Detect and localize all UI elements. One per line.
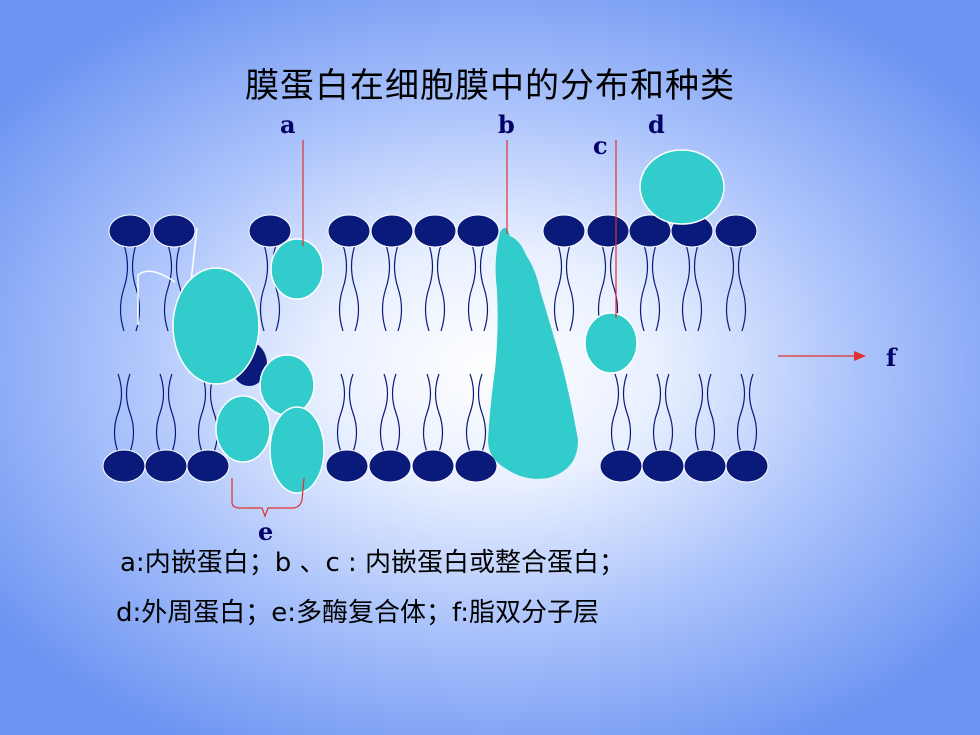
lipid-tail xyxy=(651,244,661,332)
lipid-head-top xyxy=(248,214,292,248)
lipid-head-bottom xyxy=(325,449,369,483)
lipid-head-top xyxy=(108,214,152,248)
lipid-tail xyxy=(131,244,141,332)
lipid-head-bottom xyxy=(454,449,498,483)
lipid-head-top xyxy=(327,214,371,248)
lipid-tail xyxy=(639,244,649,332)
lipid-tail xyxy=(155,373,165,453)
caption-line-1: a:内嵌蛋白；b 、c : 内嵌蛋白或整合蛋白； xyxy=(120,548,626,578)
lipid-tail xyxy=(706,373,716,453)
caption-line-2: d:外周蛋白；e:多酶复合体；f:脂双分子层 xyxy=(116,598,600,628)
protein-a xyxy=(270,238,324,300)
lipid-tail xyxy=(664,373,674,453)
lipid-tail xyxy=(622,373,632,453)
lipid-head-top xyxy=(370,214,414,248)
protein-complex-e-4 xyxy=(215,395,271,463)
label-f: f xyxy=(886,343,898,372)
lipid-tail xyxy=(479,244,489,332)
lipid-head-top xyxy=(714,214,758,248)
lipid-tail xyxy=(748,373,758,453)
label-c: c xyxy=(593,131,608,160)
lipid-tail xyxy=(379,373,389,453)
lipid-tail xyxy=(725,244,735,332)
lipid-tail xyxy=(693,244,703,332)
lipid-head-top xyxy=(542,214,586,248)
lipid-head-bottom xyxy=(683,449,727,483)
lipid-tail xyxy=(119,244,129,332)
lipid-tail xyxy=(348,373,358,453)
lipid-tail xyxy=(209,373,219,453)
lipid-head-bottom xyxy=(186,449,230,483)
lipid-tail xyxy=(694,373,704,453)
lipid-tail xyxy=(336,373,346,453)
lipid-tail xyxy=(436,244,446,332)
protein-c xyxy=(584,312,638,374)
lipid-tail xyxy=(125,373,135,453)
lipid-tails xyxy=(113,244,758,453)
arrow-f-head xyxy=(854,351,866,361)
lipid-tail xyxy=(391,373,401,453)
lipid-tail xyxy=(737,244,747,332)
lipid-tail xyxy=(465,373,475,453)
lipid-tail xyxy=(652,373,662,453)
lipid-tail xyxy=(338,244,348,332)
protein-complex-e-2 xyxy=(172,267,260,385)
lipid-head-bottom xyxy=(144,449,188,483)
lipid-tail xyxy=(424,244,434,332)
protein-b xyxy=(488,227,578,479)
lipid-head-top xyxy=(586,214,630,248)
lipid-head-bottom xyxy=(411,449,455,483)
lipid-tail xyxy=(610,373,620,453)
lipid-tail xyxy=(467,244,477,332)
slide-title: 膜蛋白在细胞膜中的分布和种类 xyxy=(245,66,735,106)
lipid-tail xyxy=(422,373,432,453)
protein-complex-e-3 xyxy=(259,354,315,416)
lipid-tail xyxy=(167,373,177,453)
lipid-head-bottom xyxy=(368,449,412,483)
label-d: d xyxy=(648,110,665,139)
label-a: a xyxy=(280,110,296,139)
lipid-head-top xyxy=(413,214,457,248)
lipid-tail xyxy=(434,373,444,453)
protein-d xyxy=(639,149,725,225)
lipid-tail xyxy=(113,373,123,453)
lipid-tail xyxy=(553,244,563,332)
lipid-heads xyxy=(102,214,769,483)
lipid-tail xyxy=(565,244,575,332)
lipid-head-bottom xyxy=(641,449,685,483)
lipid-head-top xyxy=(456,214,500,248)
lipid-head-bottom xyxy=(102,449,146,483)
lipid-head-bottom xyxy=(599,449,643,483)
lipid-tail xyxy=(681,244,691,332)
bracket-e xyxy=(231,477,305,518)
lipid-tail xyxy=(381,244,391,332)
protein-complex-e-5 xyxy=(269,406,325,494)
lipid-head-bottom xyxy=(725,449,769,483)
label-e: e xyxy=(258,517,273,546)
label-b: b xyxy=(498,110,515,139)
lipid-tail xyxy=(736,373,746,453)
lipid-head-top xyxy=(152,214,196,248)
decorative-white-line xyxy=(137,270,176,325)
lipid-tail xyxy=(393,244,403,332)
lipid-tail xyxy=(197,373,207,453)
lipid-tail xyxy=(259,244,269,332)
lipid-tail xyxy=(477,373,487,453)
lipid-tail xyxy=(350,244,360,332)
lipid-tail xyxy=(163,244,173,332)
